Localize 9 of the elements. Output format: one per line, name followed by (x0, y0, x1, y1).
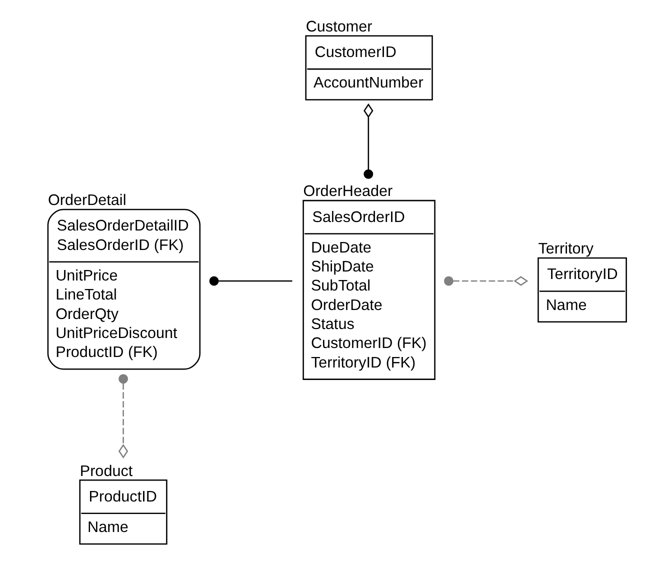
node-label: OrderDetail (47, 192, 126, 210)
node-label: Product (79, 462, 132, 480)
connector (208, 276, 292, 286)
connector (443, 276, 528, 286)
connector (363, 103, 373, 179)
node-label: OrderHeader (302, 183, 392, 200)
connector (118, 374, 128, 459)
node-label: Customer (305, 18, 372, 36)
node-label: Territory (538, 240, 594, 258)
